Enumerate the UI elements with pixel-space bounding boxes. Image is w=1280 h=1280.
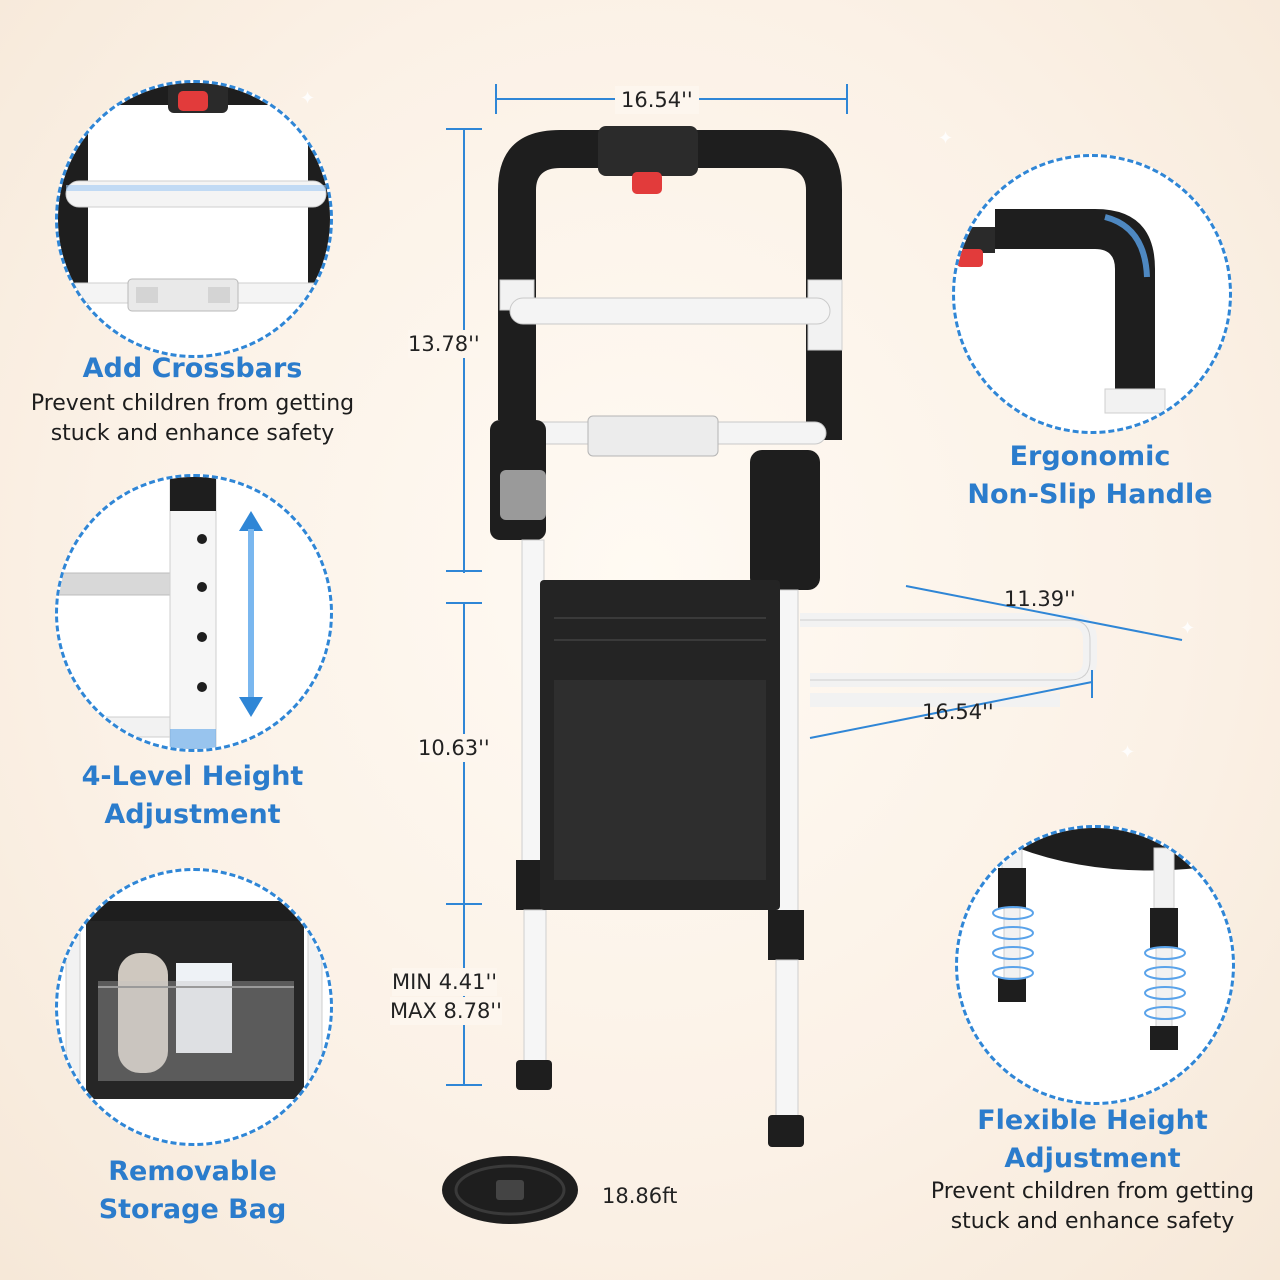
handle-title-line2: Non-Slip Handle xyxy=(967,479,1213,510)
sparkle-icon: ✦ xyxy=(938,128,954,149)
storage-title-line1: Removable xyxy=(108,1156,277,1187)
storage-bag-detail-image xyxy=(55,868,333,1146)
leg-max-label: MAX 8.78'' xyxy=(390,997,502,1025)
flexible-description: Prevent children from getting stuck and … xyxy=(930,1179,1255,1234)
base-width-line xyxy=(809,670,1093,739)
sparkle-icon: ✦ xyxy=(300,88,316,109)
lower-height-label: 10.63'' xyxy=(418,734,490,762)
strap-image xyxy=(442,1156,578,1224)
crossbars-description: Prevent children from getting stuck and … xyxy=(30,391,355,446)
storage-title-line2: Storage Bag xyxy=(98,1194,287,1225)
base-depth-line xyxy=(905,585,1183,641)
height-adjustment-detail-image xyxy=(55,474,333,752)
flexible-title-line2: Adjustment xyxy=(1004,1143,1181,1174)
crossbars-title: Add Crossbars xyxy=(82,353,303,384)
height4-title-line1: 4-Level Height xyxy=(81,761,304,792)
upper-height-label: 13.78'' xyxy=(408,330,480,358)
base-depth-label: 11.39'' xyxy=(1004,587,1076,611)
sparkle-icon: ✦ xyxy=(1180,618,1196,639)
height4-title-line2: Adjustment xyxy=(104,799,281,830)
crossbars-detail-image xyxy=(55,80,333,358)
spring-icon xyxy=(1144,946,1186,1020)
handle-title-line1: Ergonomic xyxy=(1009,441,1171,472)
bed-rail-product-image xyxy=(490,126,1097,1147)
base-width-label: 16.54'' xyxy=(922,700,994,724)
top-width-label: 16.54'' xyxy=(615,86,699,114)
leg-min-label: MIN 4.41'' xyxy=(392,968,497,996)
strap-length-label: 18.86ft xyxy=(602,1184,678,1208)
up-down-arrow-icon xyxy=(239,511,263,717)
sparkle-icon: ✦ xyxy=(1120,742,1136,763)
flexible-title-line1: Flexible Height xyxy=(977,1105,1208,1136)
handle-detail-image xyxy=(952,154,1232,434)
flexible-height-detail-image xyxy=(955,825,1235,1105)
spring-icon xyxy=(992,906,1034,980)
